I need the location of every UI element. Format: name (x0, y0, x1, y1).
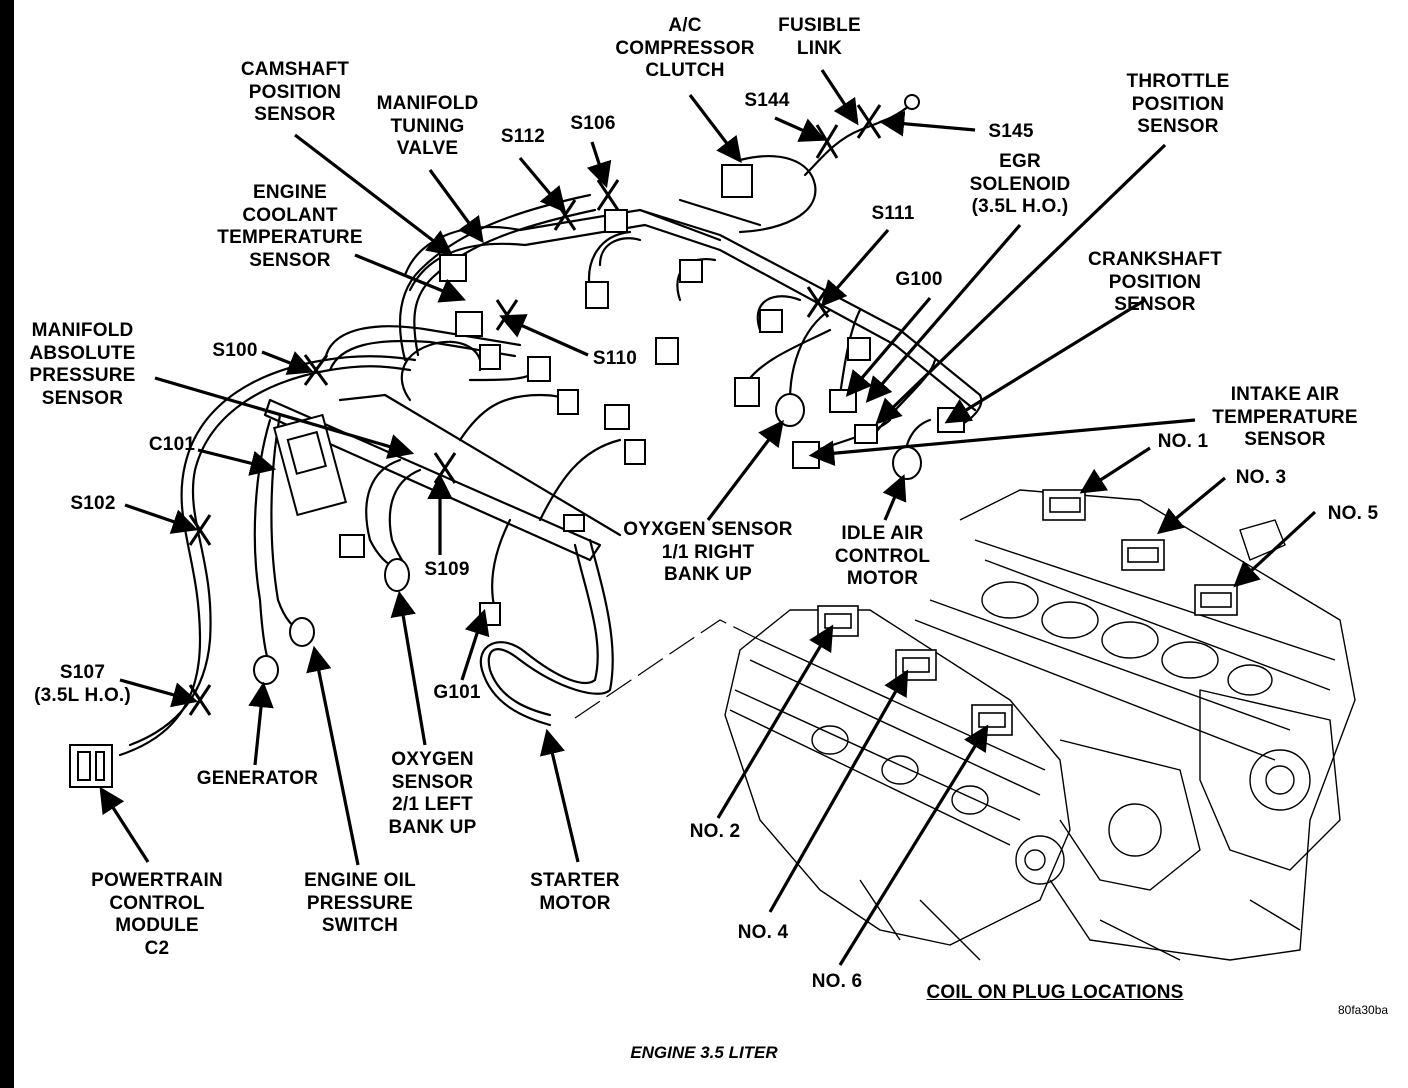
figure-caption: ENGINE 3.5 LITER (630, 1043, 778, 1062)
engine-block (724, 489, 1356, 961)
label-s102: S102 (70, 493, 116, 514)
label-s100: S100 (212, 340, 258, 361)
page-edge-bar (0, 0, 14, 1088)
label-s106: S106 (570, 113, 616, 134)
label-crankshaft-position-sensor: CRANKSHAFT POSITION SENSOR (1088, 249, 1222, 315)
label-g100: G100 (895, 269, 943, 290)
section-title-coil-on-plug: COIL ON PLUG LOCATIONS (926, 982, 1184, 1003)
label-s110: S110 (592, 348, 638, 369)
wiring-harness (69, 94, 983, 788)
figure-reference-code: 80fa30ba (1338, 1003, 1389, 1017)
label-s107: S107 (3.5L H.O.) (34, 662, 131, 706)
label-no6: NO. 6 (811, 971, 863, 992)
label-idle-air-control-motor: IDLE AIR CONTROL MOTOR (834, 523, 931, 589)
label-s111: S111 (871, 203, 915, 224)
label-manifold-absolute-pressure-sensor: MANIFOLD ABSOLUTE PRESSURE SENSOR (29, 320, 136, 409)
label-intake-air-temperature-sensor: INTAKE AIR TEMPERATURE SENSOR (1212, 384, 1358, 450)
label-manifold-tuning-valve: MANIFOLD TUNING VALVE (376, 93, 479, 159)
label-s145: S145 (988, 121, 1034, 142)
label-ac-compressor-clutch: A/C COMPRESSOR CLUTCH (615, 15, 755, 81)
label-starter-motor: STARTER MOTOR (530, 870, 620, 914)
label-g101: G101 (433, 682, 481, 703)
label-engine-coolant-temperature-sensor: ENGINE COOLANT TEMPERATURE SENSOR (217, 182, 363, 271)
coil-no6 (971, 704, 1013, 736)
coil-no2 (817, 605, 859, 637)
label-egr-solenoid: EGR SOLENOID (3.5L H.O.) (969, 151, 1071, 217)
label-no1: NO. 1 (1157, 431, 1209, 452)
coil-no5 (1194, 584, 1238, 616)
label-no5: NO. 5 (1327, 503, 1379, 524)
coil-no4 (895, 649, 937, 681)
label-s109: S109 (424, 559, 470, 580)
label-powertrain-control-module: POWERTRAIN CONTROL MODULE C2 (91, 870, 223, 959)
coil-no1 (1042, 489, 1086, 521)
coil-no3 (1121, 539, 1165, 571)
label-camshaft-position-sensor: CAMSHAFT POSITION SENSOR (240, 59, 350, 125)
label-no4: NO. 4 (737, 922, 789, 943)
label-throttle-position-sensor: THROTTLE POSITION SENSOR (1126, 71, 1230, 137)
label-generator: GENERATOR (196, 768, 319, 789)
leader-arrows (99, 69, 1317, 966)
label-c101: C101 (148, 434, 196, 455)
label-oxygen-sensor-right: OYXGEN SENSOR 1/1 RIGHT BANK UP (623, 519, 793, 585)
splice-markers (188, 104, 882, 716)
label-fusible-link: FUSIBLE LINK (778, 15, 861, 59)
label-no2: NO. 2 (689, 821, 741, 842)
label-engine-oil-pressure-switch: ENGINE OIL PRESSURE SWITCH (304, 870, 416, 936)
label-no3: NO. 3 (1235, 467, 1287, 488)
label-s112: S112 (500, 126, 546, 147)
separator-dashed-line (574, 619, 761, 719)
label-s144: S144 (744, 90, 790, 111)
label-oxygen-sensor-left: OXYGEN SENSOR 2/1 LEFT BANK UP (388, 749, 477, 838)
